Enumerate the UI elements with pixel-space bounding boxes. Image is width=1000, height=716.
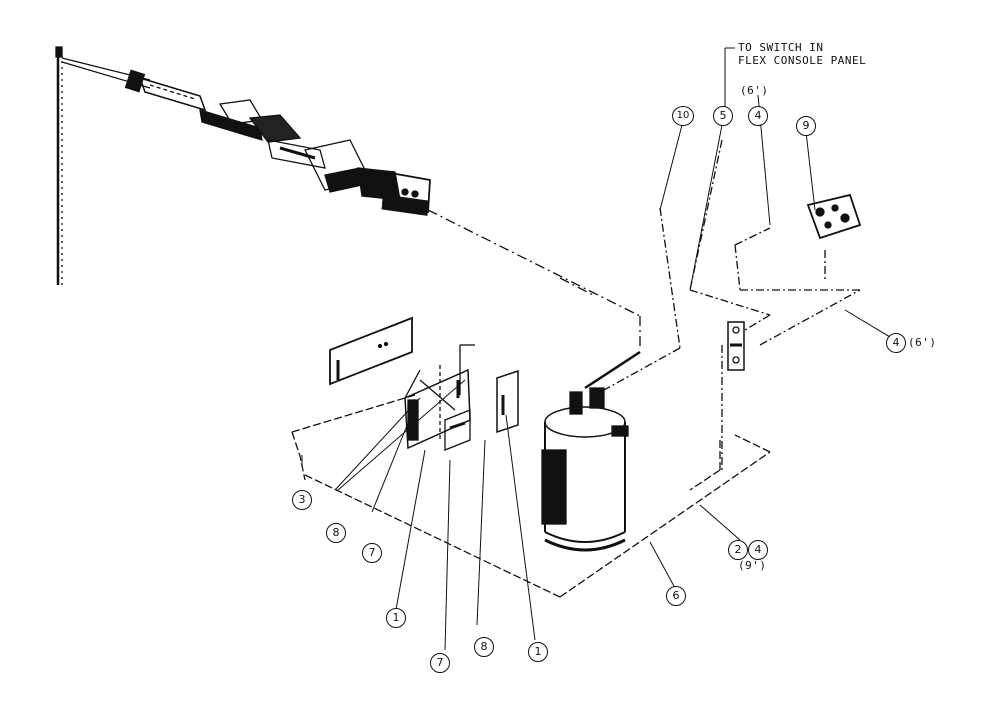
panel-mid-box [404, 344, 475, 450]
callout-3: 3 [292, 490, 312, 510]
panel-small [496, 369, 519, 434]
length-label-top: (6') [740, 84, 769, 97]
callout-4-right: 4 [886, 333, 906, 353]
callout-4-bottom: 4 [748, 540, 768, 560]
length-label-right: (6') [908, 336, 937, 349]
note-line-1: TO SWITCH IN [738, 41, 824, 54]
callout-10: 10 [672, 106, 694, 126]
callout-6: 6 [666, 586, 686, 606]
leader-lines [301, 47, 896, 651]
hose-path [427, 209, 641, 350]
wall-bracket [727, 321, 745, 371]
panel-long [329, 316, 413, 386]
callout-8-left: 8 [326, 523, 346, 543]
note-line-2: FLEX CONSOLE PANEL [738, 54, 867, 67]
callout-9: 9 [796, 116, 816, 136]
tank-cylinder [541, 350, 641, 552]
lance-assembly [61, 57, 431, 216]
callout-1-right: 1 [528, 642, 548, 662]
callout-1-left: 1 [386, 608, 406, 628]
length-label-bottom: (9') [738, 559, 767, 572]
callout-7-left: 7 [362, 543, 382, 563]
callout-5: 5 [713, 106, 733, 126]
platform-outline [291, 394, 771, 598]
panel-bracket [444, 409, 471, 451]
switch-box [806, 193, 862, 240]
callout-7-bottom: 7 [430, 653, 450, 673]
callout-8-bottom: 8 [474, 637, 494, 657]
vertical-rod [55, 46, 63, 285]
console-lines [594, 139, 861, 470]
callout-2: 2 [728, 540, 748, 560]
callout-4-top: 4 [748, 106, 768, 126]
